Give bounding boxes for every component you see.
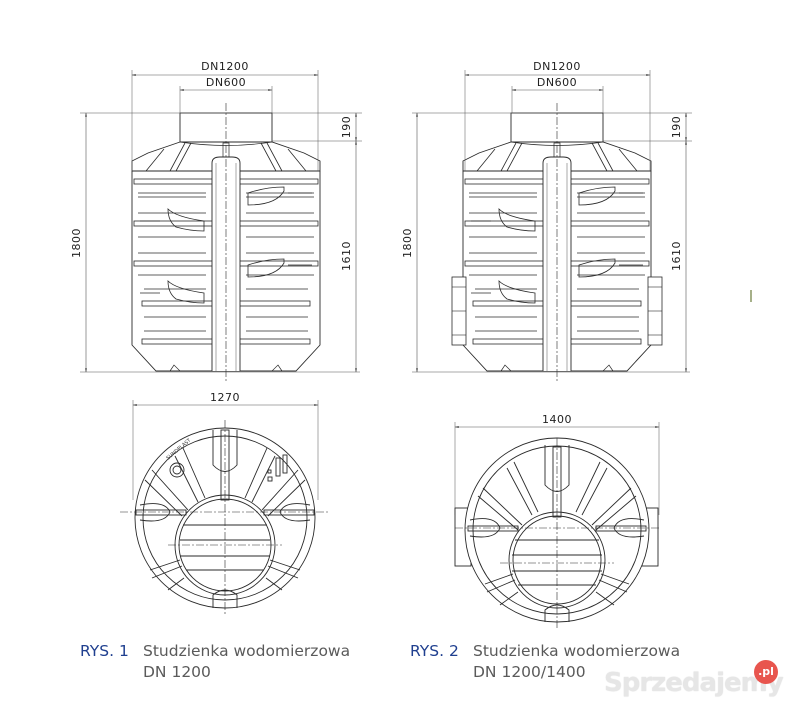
dim-1800: 1800 xyxy=(401,228,414,258)
figure2-top-view: 1400 xyxy=(454,413,660,630)
dim-1610: 1610 xyxy=(670,241,683,271)
dim-190: 190 xyxy=(670,116,683,139)
watermark: Sprzedajemy .pl xyxy=(604,660,784,706)
dim-1270: 1270 xyxy=(210,391,240,404)
dim-1610: 1610 xyxy=(340,241,353,271)
figure1-title-line1: Studzienka wodomierzowa xyxy=(143,642,351,660)
dim-1400: 1400 xyxy=(542,413,572,426)
dim-1800: 1800 xyxy=(70,228,83,258)
figure2-title-line2: DN 1200/1400 xyxy=(473,663,586,681)
watermark-badge: .pl xyxy=(754,660,778,684)
dim-dn600: DN600 xyxy=(206,76,246,89)
figure2-label: RYS. 2 xyxy=(410,642,459,660)
figure1-title-line2: DN 1200 xyxy=(143,663,211,681)
figure2-title-line1: Studzienka wodomierzowa xyxy=(473,642,681,660)
watermark-text: Sprzedajemy xyxy=(604,668,784,698)
figure1-caption: RYS. 1 Studzienka wodomierzowa DN 1200 xyxy=(80,641,400,683)
dim-dn600: DN600 xyxy=(537,76,577,89)
dim-dn1200: DN1200 xyxy=(533,60,581,73)
figure1-top-view: 1270 xyxy=(120,391,330,615)
figure1-side-view: DN1200 DN600 1800 190 1610 xyxy=(70,60,362,384)
figure2-caption: RYS. 2 Studzienka wodomierzowa DN 1200/1… xyxy=(410,641,750,683)
figure2-side-view: DN1200 DN600 1800 190 1610 xyxy=(401,60,692,384)
figure1-label: RYS. 1 xyxy=(80,642,129,660)
dim-dn1200: DN1200 xyxy=(201,60,249,73)
dim-190: 190 xyxy=(340,116,353,139)
